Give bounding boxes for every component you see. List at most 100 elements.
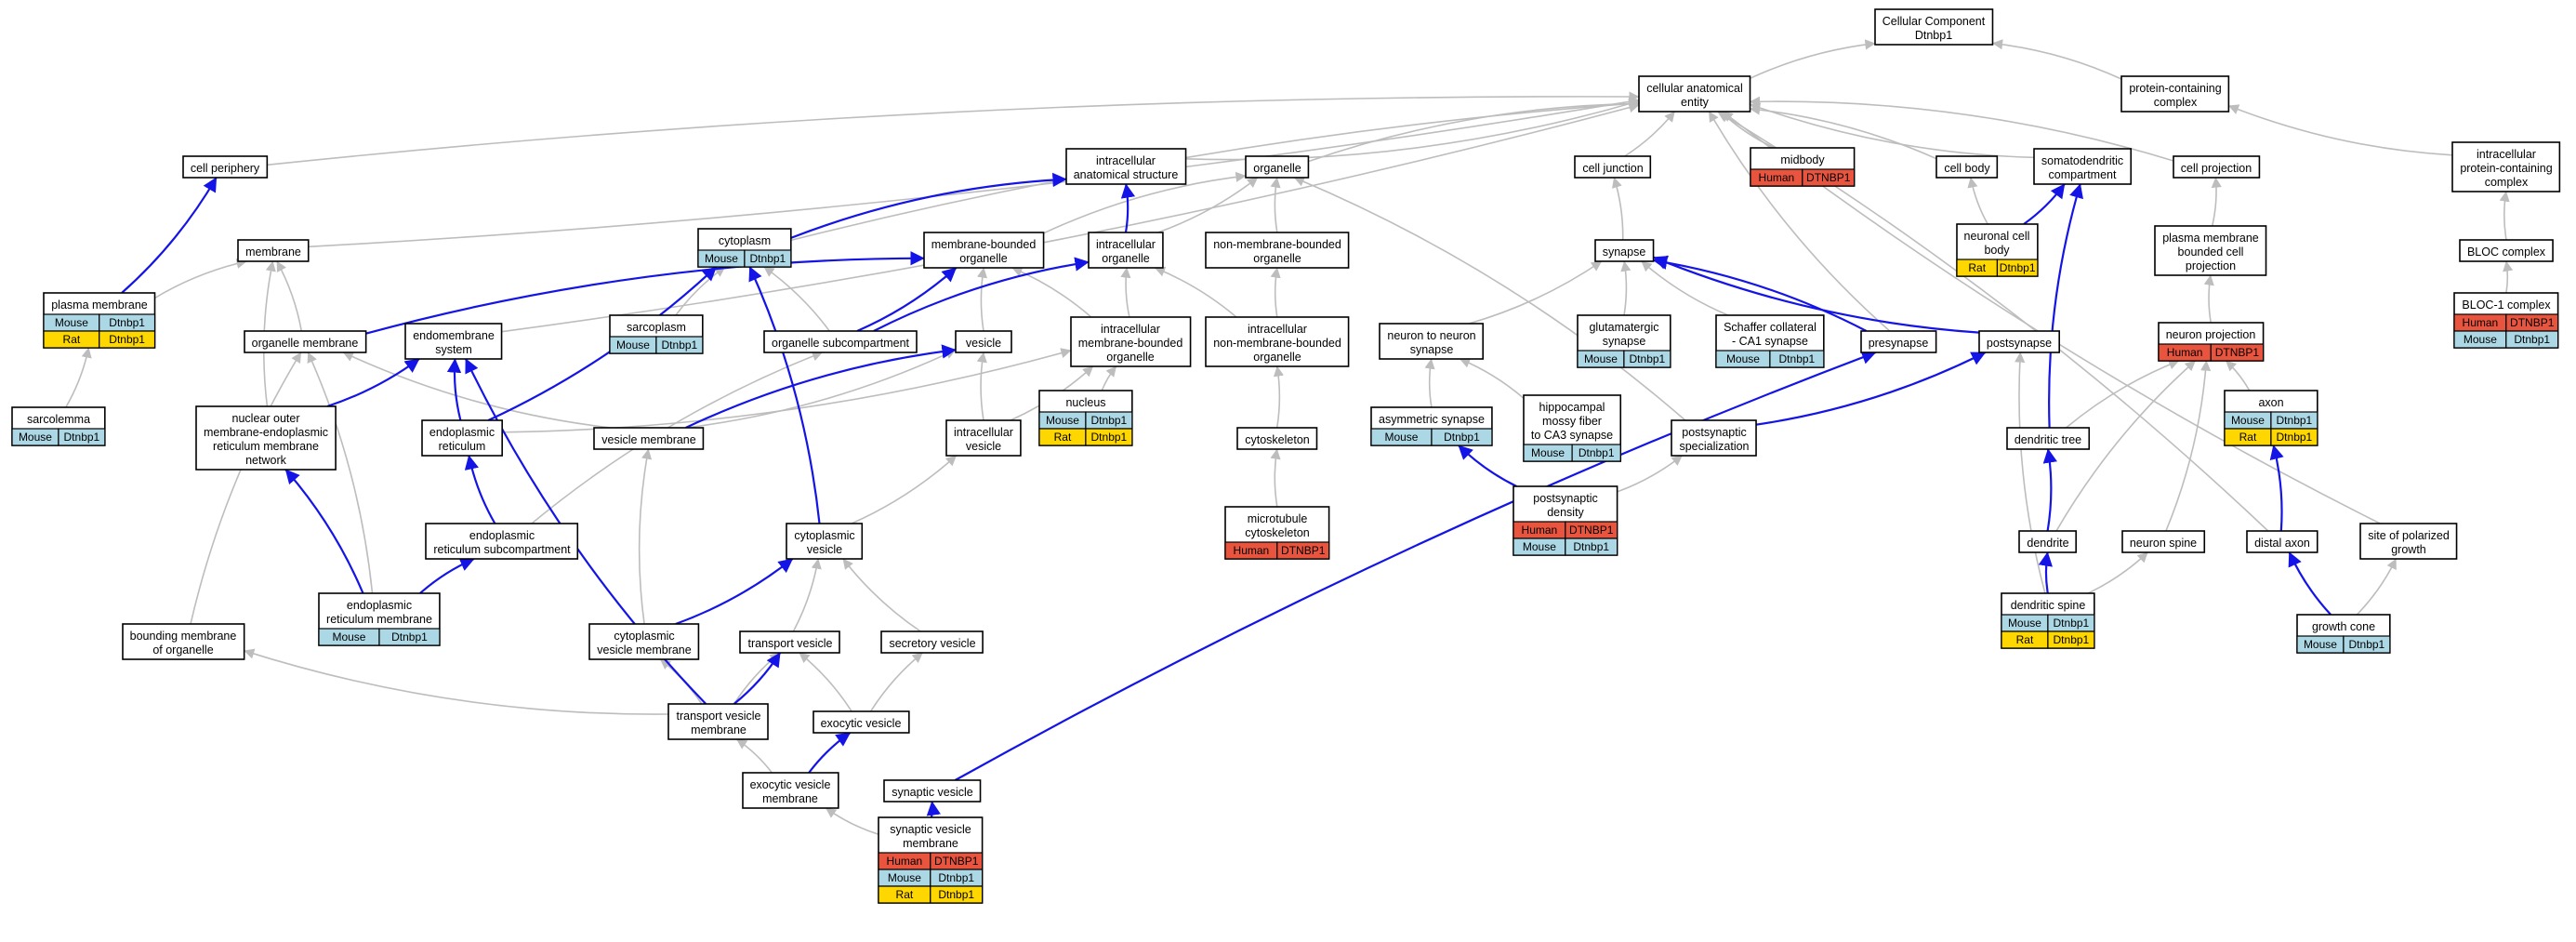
species-label: Mouse	[2304, 638, 2337, 651]
is-a-edge-vesmem-to-vesicle	[685, 349, 957, 429]
term-label-line: sarcolemma	[27, 413, 90, 426]
term-node-organelle[interactable]: organelle	[1245, 155, 1310, 179]
term-label-line: plasma membrane	[51, 299, 148, 312]
term-node-vesmem[interactable]: vesicle membrane	[593, 427, 705, 450]
term-node-secves[interactable]: secretory vesicle	[880, 630, 984, 654]
term-label-line: mossy fiber	[1542, 415, 1602, 428]
term-node-orgmem[interactable]: organelle membrane	[244, 330, 367, 353]
gene-label: DTNBP1	[1806, 171, 1851, 184]
term-box	[763, 330, 918, 353]
term-box	[237, 239, 310, 262]
term-label-line: dendrite	[2027, 537, 2068, 550]
gene-label: Dtnbp1	[1091, 414, 1128, 427]
term-label-line: synapse	[1603, 245, 1646, 259]
term-node-cellproj[interactable]: cell projection	[2173, 155, 2261, 179]
term-node-postsyn[interactable]: postsynapse	[1978, 330, 2060, 353]
term-node-synapse[interactable]: synapse	[1594, 239, 1655, 262]
term-node-vesicle[interactable]: vesicle	[955, 330, 1012, 353]
term-node-orgsub[interactable]: organelle subcompartment	[763, 330, 918, 353]
term-label-line: postsynapse	[1987, 337, 2052, 350]
term-node-membrane[interactable]: membrane	[237, 239, 310, 262]
term-box	[1978, 330, 2060, 353]
gene-label: Dtnbp1	[2054, 633, 2090, 646]
term-node-dendtree[interactable]: dendritic tree	[2006, 427, 2091, 450]
part-of-edge-ersub-to-er	[464, 455, 496, 524]
term-node-cytoskel[interactable]: cytoskeleton	[1236, 427, 1318, 450]
term-node-nspine[interactable]: neuron spine	[2121, 530, 2206, 553]
term-label-line: growth	[2391, 543, 2426, 556]
term-node-exoves[interactable]: exocytic vesicle	[812, 710, 910, 734]
gene-label: DTNBP1	[2215, 346, 2260, 359]
part-of-edge-cytoplasm-to-ias	[790, 172, 1067, 239]
term-node-nomer[interactable]: nuclear outermembrane-endoplasmicreticul…	[195, 405, 337, 471]
gene-label: Dtnbp1	[938, 888, 974, 901]
term-box	[1594, 239, 1655, 262]
term-node-celljunction[interactable]: cell junction	[1574, 155, 1652, 179]
is-a-edge-intraorg-to-organelle	[1157, 177, 1259, 233]
term-node-inmbo[interactable]: intracellularnon-membrane-boundedorganel…	[1205, 316, 1350, 367]
term-node-cellperiph[interactable]: cell periphery	[182, 155, 269, 179]
species-label: Mouse	[2464, 333, 2497, 346]
species-label: Mouse	[1531, 446, 1565, 459]
term-label-line: Dtnbp1	[1915, 29, 1952, 42]
term-node-distaxon[interactable]: distal axon	[2246, 530, 2318, 553]
term-label-line: membrane-bounded	[931, 238, 1037, 251]
term-node-dendrite[interactable]: dendrite	[2018, 530, 2077, 553]
term-node-cellbody[interactable]: cell body	[1935, 155, 1999, 179]
species-label: Mouse	[888, 871, 921, 884]
term-node-synves[interactable]: synaptic vesicle	[883, 779, 982, 803]
term-node-tv[interactable]: transport vesicle	[739, 630, 840, 654]
term-box	[742, 772, 839, 809]
term-box	[1205, 316, 1350, 367]
term-label-line: Cellular Component	[1882, 15, 1986, 28]
term-node-bloc[interactable]: BLOC complex	[2459, 239, 2554, 262]
term-node-presyn[interactable]: presynapse	[1860, 330, 1937, 353]
